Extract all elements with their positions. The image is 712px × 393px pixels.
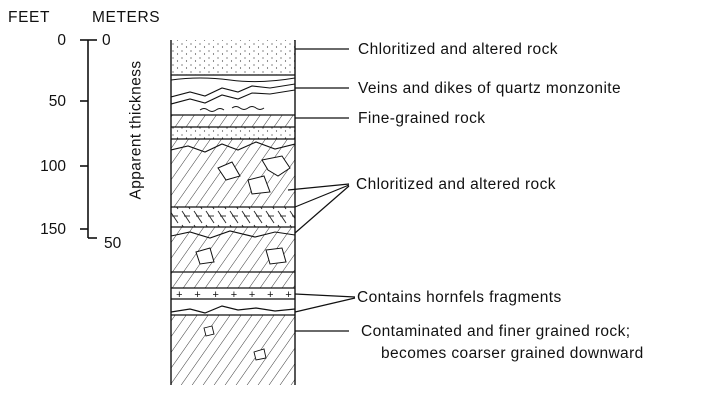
layer-fine-grained xyxy=(171,115,295,127)
layer-chloritized-stipple-2 xyxy=(171,127,295,139)
feet-header: FEET xyxy=(8,10,50,26)
leader-hornfels-b xyxy=(295,298,355,312)
annotation-contaminated-line1: Contaminated and finer grained rock; xyxy=(361,324,630,340)
breccia-clast-5 xyxy=(266,248,286,264)
feet-tick-50: 50 xyxy=(30,94,66,110)
meters-header: METERS xyxy=(92,10,160,26)
annotation-chloritized-top: Chloritized and altered rock xyxy=(358,42,558,58)
annotation-hornfels: Contains hornfels fragments xyxy=(357,290,562,306)
layer-lower-diagonal xyxy=(171,272,295,288)
feet-tick-100: 100 xyxy=(20,159,66,175)
layer-contaminated xyxy=(171,315,295,385)
layer-chloritized-top xyxy=(171,40,295,75)
stratigraphic-column: + + + + + + + + + + + xyxy=(171,40,367,385)
layer-hornfels-fragments xyxy=(171,299,295,315)
meter-tick-0: 0 xyxy=(102,33,111,49)
annotation-chloritized-lower: Chloritized and altered rock xyxy=(356,177,556,193)
layer-crosshatch xyxy=(171,207,295,227)
leader-chloritized-c xyxy=(295,186,349,233)
feet-tick-0: 0 xyxy=(30,33,66,49)
leader-hornfels-a xyxy=(295,294,355,297)
annotation-contaminated-line2: becomes coarser grained downward xyxy=(381,346,644,362)
leader-lines xyxy=(288,49,355,331)
apparent-thickness-axis-label: Apparent thickness xyxy=(128,60,144,199)
thickness-scale xyxy=(80,40,97,238)
meter-tick-50: 50 xyxy=(104,236,121,252)
annotation-fine-grained: Fine-grained rock xyxy=(358,111,485,127)
contaminated-clast-1 xyxy=(204,326,214,336)
feet-tick-150: 150 xyxy=(20,222,66,238)
annotation-veins-quartz-monzonite: Veins and dikes of quartz monzonite xyxy=(358,81,621,97)
